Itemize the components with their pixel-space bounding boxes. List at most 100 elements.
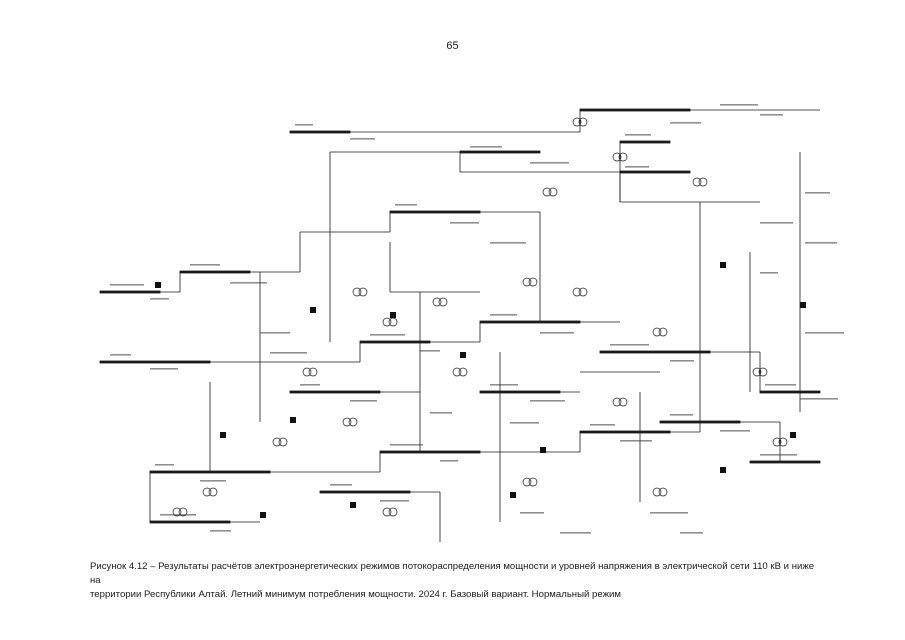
label-mark bbox=[760, 222, 793, 224]
bus-bar bbox=[479, 320, 581, 324]
transformer-symbols bbox=[172, 117, 788, 517]
figure-caption: Рисунок 4.12 – Результаты расчётов элект… bbox=[90, 560, 820, 602]
transformer-symbol bbox=[652, 487, 662, 497]
label-mark bbox=[350, 138, 375, 140]
transformer-symbol bbox=[528, 277, 538, 287]
label-mark bbox=[610, 344, 649, 346]
label-mark bbox=[350, 400, 377, 402]
label-mark bbox=[680, 532, 703, 534]
transformer-symbol bbox=[458, 367, 468, 377]
transformer-symbol bbox=[382, 317, 392, 327]
label-mark bbox=[760, 272, 778, 274]
substation-marker bbox=[310, 307, 316, 313]
bus-bar bbox=[289, 130, 351, 134]
transformer-symbol bbox=[388, 507, 398, 517]
label-mark bbox=[260, 332, 290, 334]
label-mark bbox=[670, 360, 694, 362]
label-mark bbox=[370, 334, 405, 336]
transformer-symbol bbox=[382, 507, 392, 517]
bus-bar bbox=[359, 340, 431, 344]
label-mark bbox=[510, 422, 539, 424]
label-mark bbox=[210, 530, 231, 532]
label-mark bbox=[625, 134, 651, 136]
label-mark bbox=[200, 480, 226, 482]
label-mark bbox=[470, 146, 502, 148]
bus-bar bbox=[179, 270, 251, 274]
bus-bar bbox=[149, 520, 231, 524]
transformer-symbol bbox=[432, 297, 442, 307]
transformer-symbol bbox=[612, 152, 622, 162]
label-mark bbox=[590, 424, 615, 426]
label-mark bbox=[190, 264, 220, 266]
label-mark bbox=[450, 222, 479, 224]
label-mark bbox=[440, 460, 458, 462]
label-mark bbox=[490, 384, 518, 386]
label-mark bbox=[520, 512, 544, 514]
label-mark bbox=[620, 440, 652, 442]
label-mark bbox=[110, 354, 131, 356]
transformer-symbol bbox=[178, 507, 188, 517]
transformer-symbol bbox=[692, 177, 702, 187]
bus-bar bbox=[149, 470, 271, 474]
label-mark bbox=[540, 332, 574, 334]
substation-marker bbox=[720, 262, 726, 268]
transformer-symbol bbox=[658, 487, 668, 497]
transformer-symbol bbox=[752, 367, 762, 377]
page-number: 65 bbox=[446, 40, 459, 52]
bus-bar bbox=[389, 210, 481, 214]
label-mark bbox=[805, 242, 837, 244]
label-mark bbox=[650, 512, 688, 514]
transformer-symbol bbox=[542, 187, 552, 197]
bus-bar bbox=[319, 490, 411, 494]
transformer-symbol bbox=[778, 437, 788, 447]
transformer-symbol bbox=[272, 437, 282, 447]
label-mark bbox=[720, 430, 750, 432]
label-mark bbox=[300, 384, 320, 386]
label-mark bbox=[670, 122, 701, 124]
label-mark bbox=[765, 384, 796, 386]
transformer-symbol bbox=[578, 117, 588, 127]
label-mark bbox=[530, 162, 569, 164]
label-mark bbox=[560, 532, 591, 534]
bus-bar bbox=[599, 350, 711, 354]
bus-bar bbox=[99, 360, 211, 364]
transformer-symbol bbox=[578, 287, 588, 297]
transformer-symbol bbox=[772, 437, 782, 447]
label-mark bbox=[270, 352, 307, 354]
transformer-symbol bbox=[302, 367, 312, 377]
caption-line-2: территории Республики Алтай. Летний мини… bbox=[90, 589, 621, 600]
transformer-symbol bbox=[522, 277, 532, 287]
transformer-symbol bbox=[208, 487, 218, 497]
transformer-symbol bbox=[172, 507, 182, 517]
bus-bar bbox=[379, 450, 481, 454]
transformer-symbol bbox=[358, 287, 368, 297]
label-mark bbox=[110, 284, 144, 286]
label-mark bbox=[625, 166, 649, 168]
transformer-symbol bbox=[278, 437, 288, 447]
transformer-symbol bbox=[388, 317, 398, 327]
transformer-symbol bbox=[652, 327, 662, 337]
bus-bar bbox=[619, 170, 691, 174]
transformer-symbol bbox=[438, 297, 448, 307]
tiny-labels bbox=[110, 104, 844, 534]
label-mark bbox=[800, 398, 838, 400]
substation-marker bbox=[155, 282, 161, 288]
transformer-symbol bbox=[612, 397, 622, 407]
substation-marker bbox=[790, 432, 796, 438]
network-lines bbox=[99, 108, 821, 542]
transformer-symbol bbox=[352, 287, 362, 297]
label-mark bbox=[720, 104, 758, 106]
label-mark bbox=[390, 444, 423, 446]
label-mark bbox=[805, 332, 844, 334]
bus-bar bbox=[579, 108, 691, 112]
power-network-diagram bbox=[99, 104, 844, 542]
transformer-symbol bbox=[342, 417, 352, 427]
bus-bar bbox=[659, 420, 741, 424]
label-mark bbox=[150, 298, 169, 300]
substation-marker bbox=[720, 467, 726, 473]
substation-marker bbox=[290, 417, 296, 423]
bus-bar bbox=[579, 430, 671, 434]
transformer-symbol bbox=[658, 327, 668, 337]
transformer-symbol bbox=[698, 177, 708, 187]
label-mark bbox=[760, 114, 783, 116]
